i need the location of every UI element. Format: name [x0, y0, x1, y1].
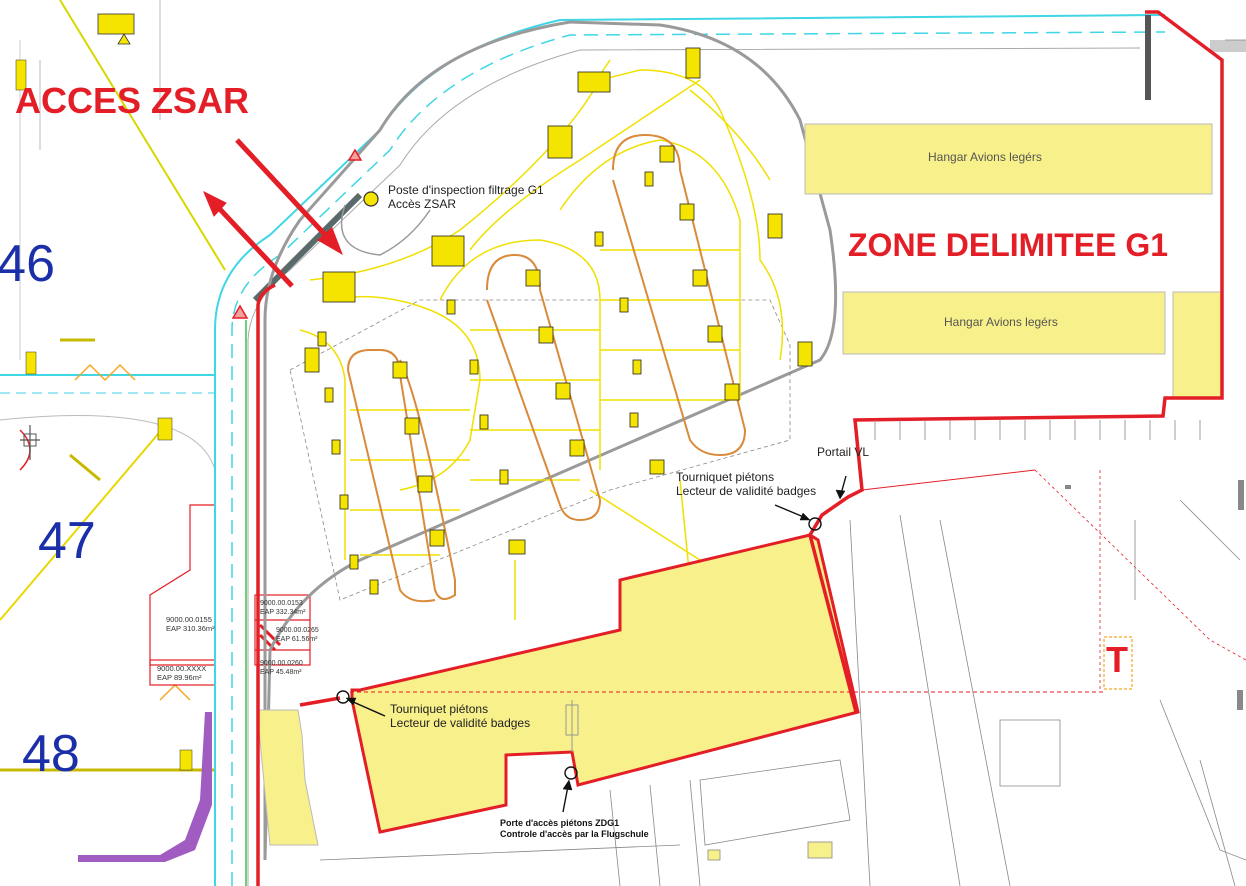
hangar-north-label: Hangar Avions legérs — [928, 150, 1042, 164]
label-pointers — [345, 475, 847, 813]
orange-taxi-routes — [347, 133, 747, 603]
east-edge-marks — [1238, 480, 1244, 510]
inspection-post-line1: Poste d'inspection filtrage G1 — [388, 183, 544, 197]
east-area-lines — [319, 39, 1246, 886]
eap-box-4: 9000.00.0265 EAP 61.56m² — [276, 626, 319, 644]
eap-box-4-area: EAP 61.56m² — [276, 636, 318, 643]
pedestrian-door-line2: Controle d'accès par la Flugschule — [500, 829, 649, 839]
eap-box-2: 9000.00.XXXX EAP 89.96m² — [157, 664, 206, 682]
pedestrian-door-label: Porte d'accès piétons ZDG1 Controle d'ac… — [500, 818, 649, 840]
eap-box-1-area: EAP 310.36m² — [166, 624, 215, 633]
eap-box-4-id: 9000.00.0265 — [276, 627, 319, 634]
turnstile-south-line1: Tourniquet piétons — [390, 702, 489, 716]
pedestrian-door-line1: Porte d'accès piétons ZDG1 — [500, 818, 620, 828]
turnstile-east-line1: Tourniquet piétons — [676, 470, 775, 484]
eap-box-3-id: 9000.00.0153 — [260, 600, 303, 607]
eap-box-1-id: 9000.00.0155 — [166, 615, 212, 624]
turnstile-south-line2: Lecteur de validité badges — [390, 716, 531, 730]
warning-triangle-icon — [231, 304, 249, 319]
turnstile-east-line2: Lecteur de validité badges — [676, 484, 817, 498]
portail-label: Portail VL — [817, 445, 870, 459]
eap-box-5: 9000.00.0260 EAP 45.48m² — [260, 659, 303, 677]
eap-box-2-id: 9000.00.XXXX — [157, 664, 207, 673]
hangar-north — [804, 123, 1213, 195]
eap-box-3: 9000.00.0153 EAP 332.34m² — [260, 599, 305, 617]
taxiway-t-label: T — [1106, 639, 1128, 680]
inspection-post-line2: Accès ZSAR — [388, 197, 457, 211]
turnstile-east-marker — [808, 517, 822, 531]
zone-title: ZONE DELIMITEE G1 — [848, 227, 1169, 263]
stand-number-47: 47 — [38, 512, 96, 570]
hangar-south — [842, 291, 1166, 355]
eap-box-3-area: EAP 332.34m² — [260, 609, 306, 616]
turnstile-south-label: Tourniquet piétons Lecteur de validité b… — [390, 702, 530, 730]
eap-box-5-area: EAP 45.48m² — [260, 669, 302, 676]
inspection-post-marker — [363, 191, 379, 207]
parking-grid-dashed — [289, 299, 791, 601]
hangar-south-label: Hangar Avions legérs — [944, 315, 1058, 329]
page-title: ACCES ZSAR — [15, 80, 250, 121]
pedestrian-door-marker — [564, 766, 578, 780]
west-annex — [257, 709, 319, 846]
eap-box-5-id: 9000.00.0260 — [260, 660, 303, 667]
eap-box-2-area: EAP 89.96m² — [157, 673, 202, 682]
stand-number-46: 46 — [0, 238, 55, 290]
stand-markers — [304, 47, 813, 595]
eap-box-1: 9000.00.0155 EAP 310.36m² — [166, 615, 215, 633]
east-shed — [807, 841, 833, 859]
zsar-arrows — [203, 138, 343, 288]
hangar-annex — [1172, 291, 1222, 398]
zone-boundary — [256, 10, 1224, 886]
inspection-post-label: Poste d'inspection filtrage G1 Accès ZSA… — [388, 183, 544, 211]
turnstile-east-label: Tourniquet piétons Lecteur de validité b… — [676, 470, 816, 498]
main-building — [350, 533, 860, 834]
turnstile-south-marker — [336, 690, 350, 704]
stand-number-48: 48 — [22, 725, 80, 783]
west-apron — [0, 0, 226, 772]
